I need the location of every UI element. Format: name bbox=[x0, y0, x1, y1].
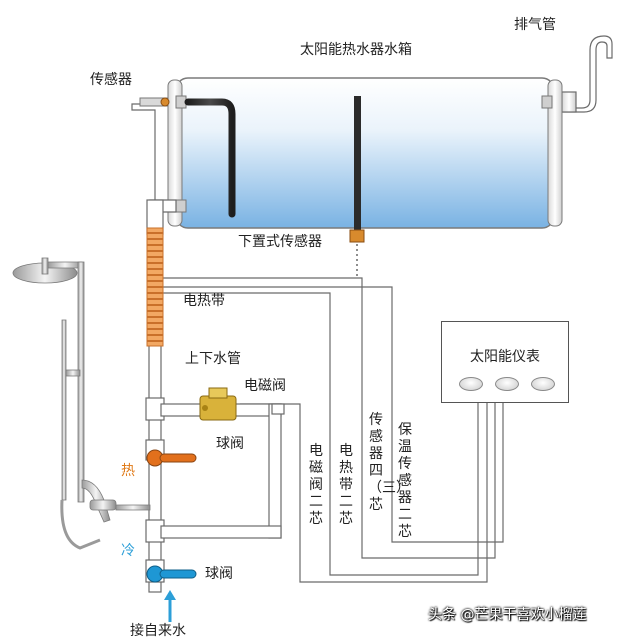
tank-sensor-tube bbox=[184, 98, 236, 218]
ball-valve-top-label: 球阀 bbox=[216, 436, 244, 452]
exhaust-pipe bbox=[551, 35, 613, 113]
top-sensor-fitting bbox=[139, 97, 170, 107]
tap-water-label: 接自来水 bbox=[130, 623, 186, 639]
shower-fixture bbox=[12, 257, 151, 550]
sensor-label: 传感器 bbox=[90, 72, 132, 88]
hot-label: 热 bbox=[121, 463, 135, 479]
watermark: 头条 @芒果干喜欢小榴莲 bbox=[428, 607, 587, 623]
cold-ball-valve-shape bbox=[146, 565, 197, 583]
controller-button-2[interactable] bbox=[495, 377, 519, 391]
wire-label-sensor: 传感器四（三）芯 bbox=[368, 412, 410, 513]
cold-label: 冷 bbox=[121, 543, 135, 559]
solar-controller-panel: 太阳能仪表 bbox=[441, 321, 569, 403]
insulation-sensor-wire bbox=[163, 286, 504, 543]
heating-belt-label: 电热带 bbox=[183, 293, 225, 309]
bypass-loop bbox=[160, 403, 285, 539]
up-down-pipe-label: 上下水管 bbox=[185, 351, 241, 367]
exhaust-pipe-label: 排气管 bbox=[514, 17, 556, 33]
tank-vertical-rod bbox=[354, 96, 361, 232]
hot-ball-valve-shape bbox=[146, 449, 197, 467]
wire-label-heating: 电热带二芯 bbox=[339, 443, 353, 527]
ball-valve-bottom-label: 球阀 bbox=[205, 566, 233, 582]
controller-button-1[interactable] bbox=[459, 377, 483, 391]
bottom-sensor-fitting bbox=[349, 229, 365, 243]
heating-belt-coil bbox=[146, 227, 164, 347]
heating-belt-wire bbox=[163, 292, 479, 576]
bottom-sensor-label: 下置式传感器 bbox=[238, 234, 322, 250]
solenoid-valve-label: 电磁阀 bbox=[244, 378, 286, 394]
controller-title: 太阳能仪表 bbox=[470, 349, 540, 365]
wire-label-insulation: 保温传感器二芯 bbox=[398, 422, 412, 540]
solenoid-valve-shape bbox=[199, 387, 237, 421]
tap-water-arrow bbox=[164, 590, 176, 622]
wire-label-solenoid: 电磁阀二芯 bbox=[309, 443, 323, 527]
controller-button-3[interactable] bbox=[531, 377, 555, 391]
water-tank bbox=[167, 77, 563, 243]
tank-label: 太阳能热水器水箱 bbox=[300, 42, 412, 58]
